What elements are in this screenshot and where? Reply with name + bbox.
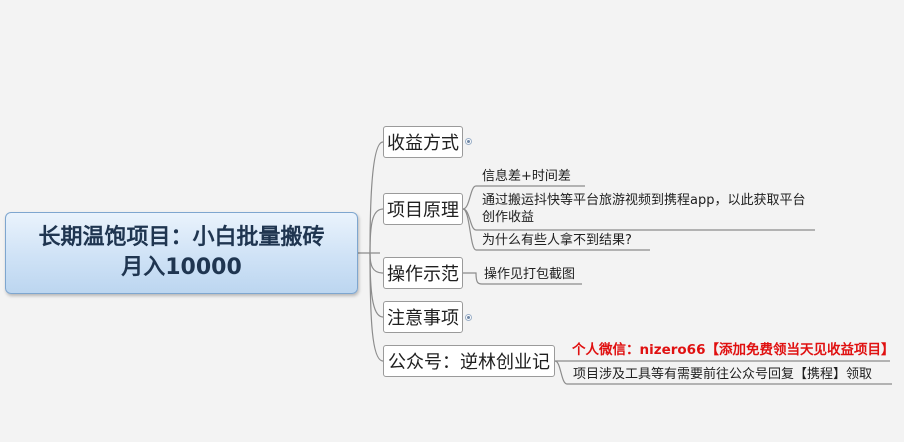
- expand-shouyi-icon[interactable]: [465, 138, 472, 145]
- root-topic[interactable]: 长期温饱项目：小白批量搬砖 月入10000: [5, 212, 358, 294]
- topic-yuanli[interactable]: 项目原理: [383, 193, 463, 225]
- leaf-yuanli-1[interactable]: 信息差+时间差: [482, 169, 571, 184]
- leaf-caozuo-1[interactable]: 操作见打包截图: [484, 267, 576, 282]
- leaf-gongzhong-tools[interactable]: 项目涉及工具等有需要前往公众号回复【携程】领取: [573, 367, 873, 382]
- topic-gongzhong-label: 公众号：逆林创业记: [388, 352, 550, 373]
- topic-caozuo[interactable]: 操作示范: [383, 257, 463, 289]
- expand-zhuyi-icon[interactable]: [465, 314, 472, 321]
- root-topic-title: 长期温饱项目：小白批量搬砖 月入10000: [38, 225, 325, 280]
- leaf-gongzhong-wechat[interactable]: 个人微信：nizero66【添加免费领当天见收益项目】: [572, 342, 895, 358]
- topic-shouyi[interactable]: 收益方式: [383, 126, 463, 158]
- leaf-yuanli-2[interactable]: 通过搬运抖快等平台旅游视频到携程app，以此获取平台创作收益: [482, 193, 806, 225]
- topic-zhuyi-label: 注意事项: [387, 308, 459, 329]
- topic-caozuo-label: 操作示范: [387, 264, 459, 285]
- topic-zhuyi[interactable]: 注意事项: [383, 301, 463, 333]
- topic-shouyi-label: 收益方式: [387, 133, 459, 154]
- topic-gongzhong[interactable]: 公众号：逆林创业记: [383, 345, 555, 377]
- topic-yuanli-label: 项目原理: [387, 200, 459, 221]
- leaf-yuanli-3[interactable]: 为什么有些人拿不到结果?: [482, 233, 632, 248]
